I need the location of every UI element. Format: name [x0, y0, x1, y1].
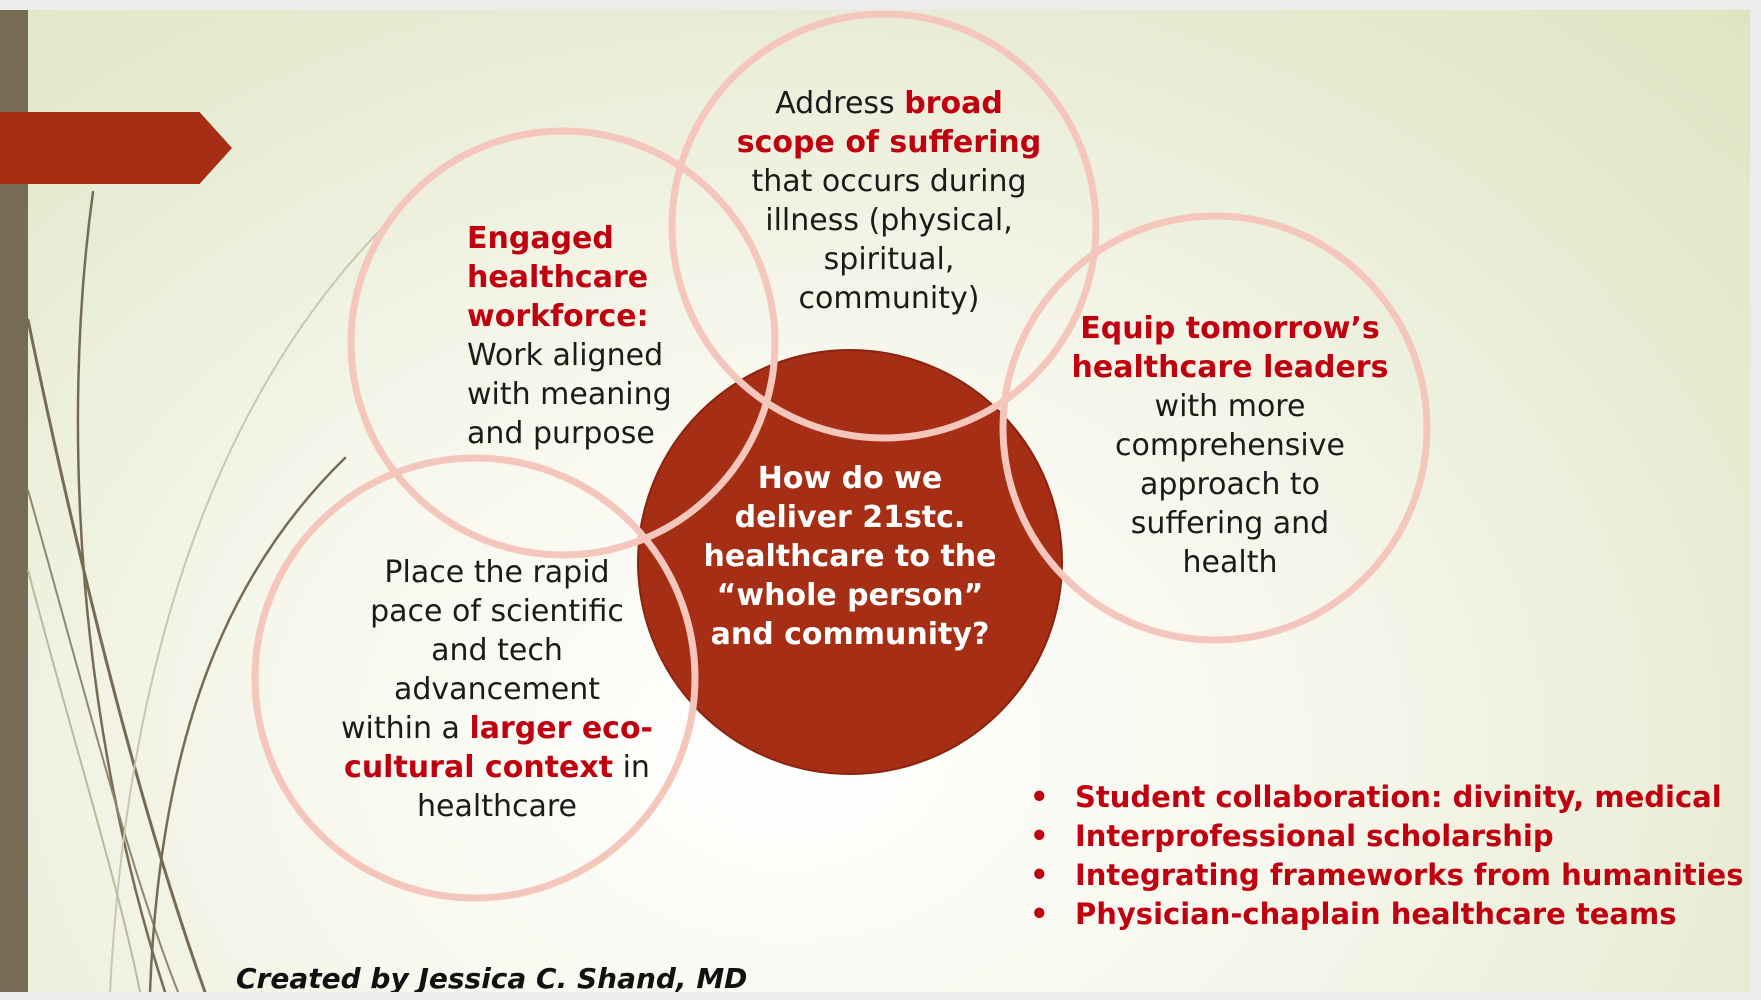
top-line: Address broad	[724, 84, 1054, 123]
decor-curve	[148, 456, 347, 992]
decor-curve	[109, 219, 391, 992]
bottom-line: Place the rapid	[384, 555, 610, 590]
bullet-dot: •	[1030, 858, 1049, 892]
left-ring	[347, 127, 779, 559]
bullet-item: • Student collaboration: divinity, medica…	[1030, 778, 1744, 817]
top-line: community)	[798, 281, 980, 316]
top-line: that occurs during	[751, 164, 1027, 199]
author-credit: Created by Jessica C. Shand, MD	[236, 962, 748, 992]
right-bold-line: Equip tomorrow’s	[1080, 311, 1380, 346]
bottom-line: and tech	[431, 633, 563, 668]
top-line: illness (physical,	[765, 203, 1013, 238]
center-line: and community?	[710, 617, 990, 652]
decor-curve	[27, 489, 179, 992]
right-circle-text: Equip tomorrow’s healthcare leaders with…	[1060, 309, 1400, 582]
arrow-banner	[0, 112, 232, 184]
right-line: approach to	[1139, 467, 1321, 502]
center-line: How do we	[757, 461, 943, 496]
bottom-line: pace of scientific	[370, 594, 624, 629]
right-line: health	[1182, 545, 1278, 580]
bullet-dot: •	[1030, 897, 1049, 931]
outline-rings	[251, 10, 1431, 902]
top-bold-text: broad	[904, 86, 1003, 121]
bullet-text: Interprofessional scholarship	[1075, 819, 1554, 853]
bullet-dot: •	[1030, 819, 1049, 853]
bottom-bold-text: cultural context	[344, 750, 614, 785]
bullet-list: • Student collaboration: divinity, medica…	[1030, 778, 1744, 934]
bottom-plain-text: in	[613, 750, 650, 785]
right-line: suffering and	[1130, 506, 1330, 541]
bullet-dot: •	[1030, 780, 1049, 814]
left-line: Work aligned	[467, 338, 664, 373]
bottom-circle-text: Place the rapid pace of scientific and t…	[322, 553, 672, 826]
bottom-line: within a larger eco-	[322, 709, 672, 748]
decorative-curves	[26, 190, 391, 992]
center-question: How do we deliver 21stc. healthcare to t…	[690, 459, 1010, 654]
bottom-plain-text: within a	[340, 711, 470, 746]
bullet-item: • Interprofessional scholarship	[1030, 817, 1744, 856]
slide: How do we deliver 21stc. healthcare to t…	[0, 10, 1750, 992]
bullet-item: • Integrating frameworks from humanities	[1030, 856, 1744, 895]
bottom-line: cultural context in	[322, 748, 672, 787]
bullet-text: Integrating frameworks from humanities	[1075, 858, 1744, 892]
top-ring	[668, 10, 1100, 442]
bottom-bold-text: larger eco-	[469, 711, 654, 746]
diagram-graphics	[26, 10, 1431, 992]
bullet-item: • Physician-chaplain healthcare teams	[1030, 895, 1744, 934]
decor-curve	[27, 569, 141, 992]
center-line: healthcare to the	[703, 539, 997, 574]
decor-curve	[76, 190, 167, 992]
bottom-line: healthcare	[417, 789, 577, 824]
left-circle-text: Engaged healthcare workforce: Work align…	[467, 219, 707, 453]
right-line: with more	[1154, 389, 1306, 424]
top-bold-line: scope of suffering	[736, 125, 1042, 160]
left-line: with meaning	[467, 377, 672, 412]
bottom-ring	[251, 454, 699, 902]
right-bold-line: healthcare leaders	[1071, 350, 1389, 385]
top-plain-text: Address	[775, 86, 905, 121]
left-bold-line: workforce:	[467, 299, 649, 334]
bullet-text: Student collaboration: divinity, medical	[1075, 780, 1722, 814]
center-line: deliver 21stc.	[734, 500, 966, 535]
right-line: comprehensive	[1115, 428, 1345, 463]
center-line: “whole person”	[716, 578, 984, 613]
left-line: and purpose	[467, 416, 655, 451]
top-line: spiritual,	[823, 242, 955, 277]
bottom-line: advancement	[394, 672, 600, 707]
left-bold-line: healthcare	[467, 260, 649, 295]
decor-curve	[26, 318, 207, 992]
bullet-text: Physician-chaplain healthcare teams	[1075, 897, 1677, 931]
left-bold-line: Engaged	[467, 221, 614, 256]
right-ring	[999, 212, 1431, 644]
top-circle-text: Address broad scope of suffering that oc…	[724, 84, 1054, 318]
